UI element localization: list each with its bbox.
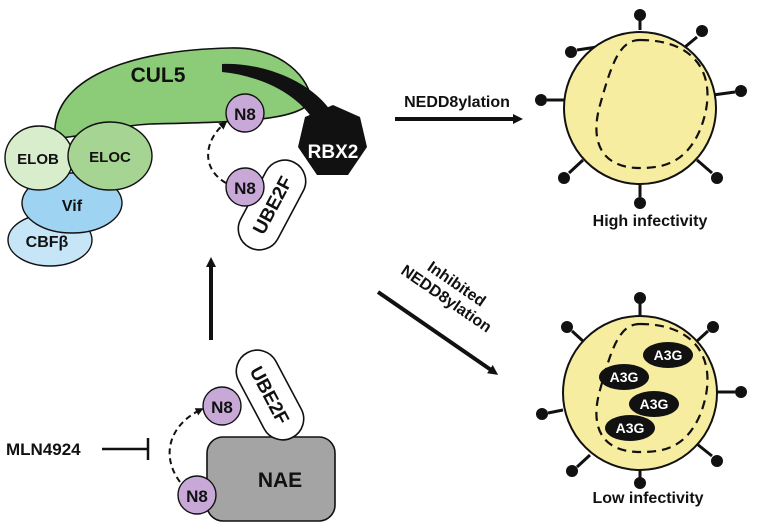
n8-top-lower [225, 167, 265, 207]
inhibited-arrow [376, 290, 499, 375]
a3g-1 [643, 342, 693, 368]
mln4924-label: MLN4924 [6, 440, 81, 459]
nae-label: NAE [258, 469, 302, 492]
n8-bottom-lower [177, 475, 217, 515]
a3g-label-2: A3G [610, 369, 639, 385]
neddylation-label: NEDD8ylation [404, 94, 510, 111]
n8-top-upper-label: N8 [234, 105, 256, 124]
a3g-label-4: A3G [616, 420, 645, 436]
a3g-label-3: A3G [640, 396, 669, 412]
n8-bottom-upper [202, 386, 242, 426]
n8-bottom-lower-label: N8 [186, 487, 208, 506]
elob-label: ELOB [17, 151, 59, 168]
n8-top-upper [225, 93, 265, 133]
cbfb-label: CBFβ [26, 234, 69, 251]
n8-top-lower-label: N8 [234, 179, 256, 198]
n8-bottom-upper-label: N8 [211, 398, 233, 417]
a3g-2 [599, 364, 649, 390]
inhibited-label-group: Inhibited NEDD8ylation [398, 259, 495, 337]
eloc-label: ELOC [89, 149, 131, 166]
n8-transfer-arrow-bottom [168, 408, 204, 483]
cul5-label: CUL5 [131, 64, 186, 87]
n8-transfer-arrow-top [207, 121, 228, 184]
rbx2-shape [298, 105, 367, 175]
a3g-label-1: A3G [654, 347, 683, 363]
low-infectivity-label: Low infectivity [592, 490, 703, 507]
virion-low [536, 292, 747, 489]
high-infectivity-label: High infectivity [593, 213, 708, 230]
eloc-shape [67, 121, 153, 191]
virion-high [535, 9, 747, 209]
vif-label: Vif [62, 198, 83, 215]
a3g-3 [629, 391, 679, 417]
rbx2-label: RBX2 [308, 142, 359, 163]
ube2f-bottom: UBE2F [235, 349, 305, 441]
a3g-4 [605, 415, 655, 441]
